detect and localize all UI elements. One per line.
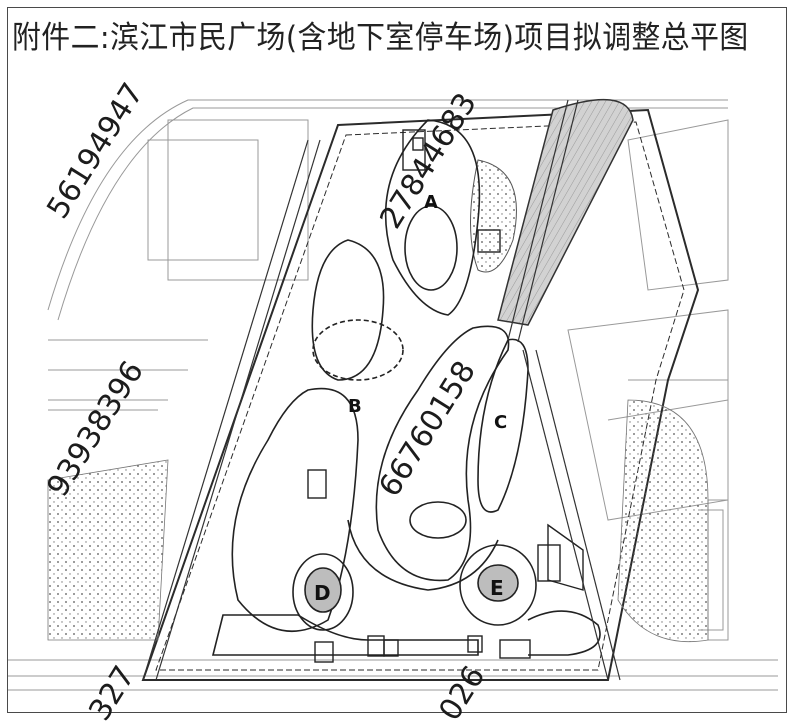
zone-label-e: E xyxy=(490,576,504,600)
hatched-strip xyxy=(497,98,634,326)
zone-label-b: B xyxy=(348,396,362,417)
building-footprints xyxy=(307,129,584,663)
zone-label-c: C xyxy=(494,412,507,433)
site-plan-drawing: A B C D E xyxy=(8,80,786,712)
site-plan-svg: A B C D E xyxy=(8,98,778,691)
zone-label-d: D xyxy=(314,581,331,605)
zone-label-a: A xyxy=(424,192,438,213)
planting-area xyxy=(470,159,517,273)
document-title: 附件二:滨江市民广场(含地下室停车场)项目拟调整总平图 xyxy=(12,20,749,56)
planting-area xyxy=(47,459,169,641)
document-frame xyxy=(7,7,787,713)
zone-outlines xyxy=(211,119,601,656)
roads xyxy=(142,99,621,681)
planting-area xyxy=(617,399,709,643)
